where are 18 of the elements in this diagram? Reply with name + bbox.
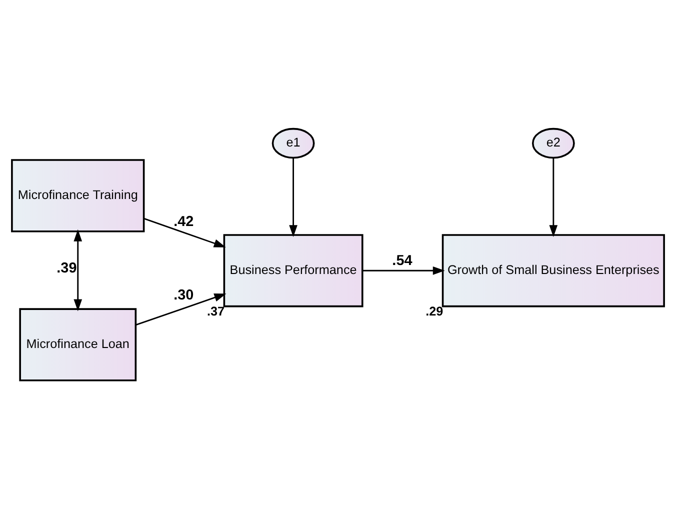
node-box: Microfinance Loan <box>19 308 137 381</box>
edge-label: .39 <box>56 260 77 276</box>
edge-label: .54 <box>392 252 412 269</box>
node-box: Microfinance Training <box>11 158 145 232</box>
node-box: Business Performance <box>223 234 364 307</box>
arrow <box>144 217 226 247</box>
node-ellipse: e1 <box>272 127 315 158</box>
edge-label: .42 <box>174 214 194 230</box>
arrow <box>549 158 558 237</box>
arrow <box>289 158 298 237</box>
node-box: Growth of Small Business Enterprises <box>442 234 665 307</box>
node-label: .29 <box>426 304 444 318</box>
node-label: .37 <box>207 304 225 318</box>
edge-label: .30 <box>174 286 194 303</box>
arrow <box>136 293 226 326</box>
node-ellipse: e2 <box>532 127 575 158</box>
arrow <box>362 266 445 274</box>
arrow <box>74 228 82 311</box>
